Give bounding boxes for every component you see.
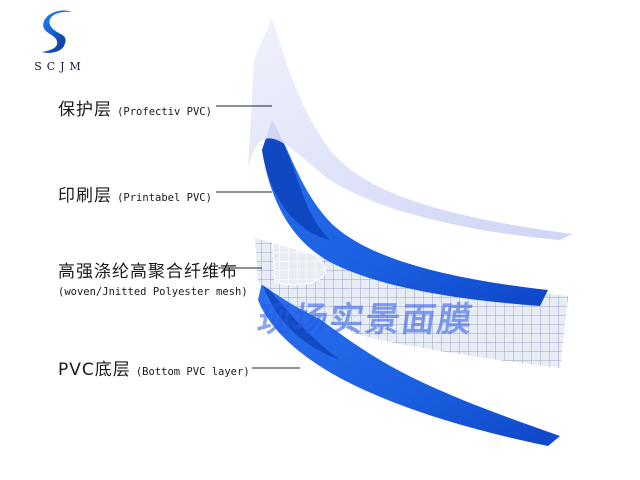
label-protective-en: (Profectiv PVC)	[117, 106, 212, 118]
label-bottom-zh: PVC底层	[58, 360, 131, 380]
label-printable-zh: 印刷层	[58, 186, 112, 206]
label-printable-layer: 印刷层 (Printabel PVC)	[58, 181, 212, 206]
label-mesh-zh: 高强涤纶高聚合纤维布	[58, 262, 238, 282]
label-protective-zh: 保护层	[58, 100, 112, 120]
brand-logo: SCJM	[20, 8, 100, 78]
label-protective-layer: 保护层 (Profectiv PVC)	[58, 95, 212, 120]
watermark-text: 现场实景面膜	[254, 300, 477, 340]
label-mesh-en: (woven/Jnitted Polyester mesh)	[58, 286, 248, 298]
label-bottom-en: (Bottom PVC layer)	[135, 366, 250, 378]
label-mesh-layer: 高强涤纶高聚合纤维布 (woven/Jnitted Polyester mesh…	[58, 257, 248, 298]
label-bottom-layer: PVC底层 (Bottom PVC layer)	[58, 355, 250, 380]
s-swirl-logo-icon	[42, 10, 72, 53]
label-printable-en: (Printabel PVC)	[117, 192, 212, 204]
logo-text: SCJM	[34, 60, 86, 73]
protective-pvc-film	[248, 18, 572, 240]
printable-pvc-layer	[262, 120, 548, 306]
